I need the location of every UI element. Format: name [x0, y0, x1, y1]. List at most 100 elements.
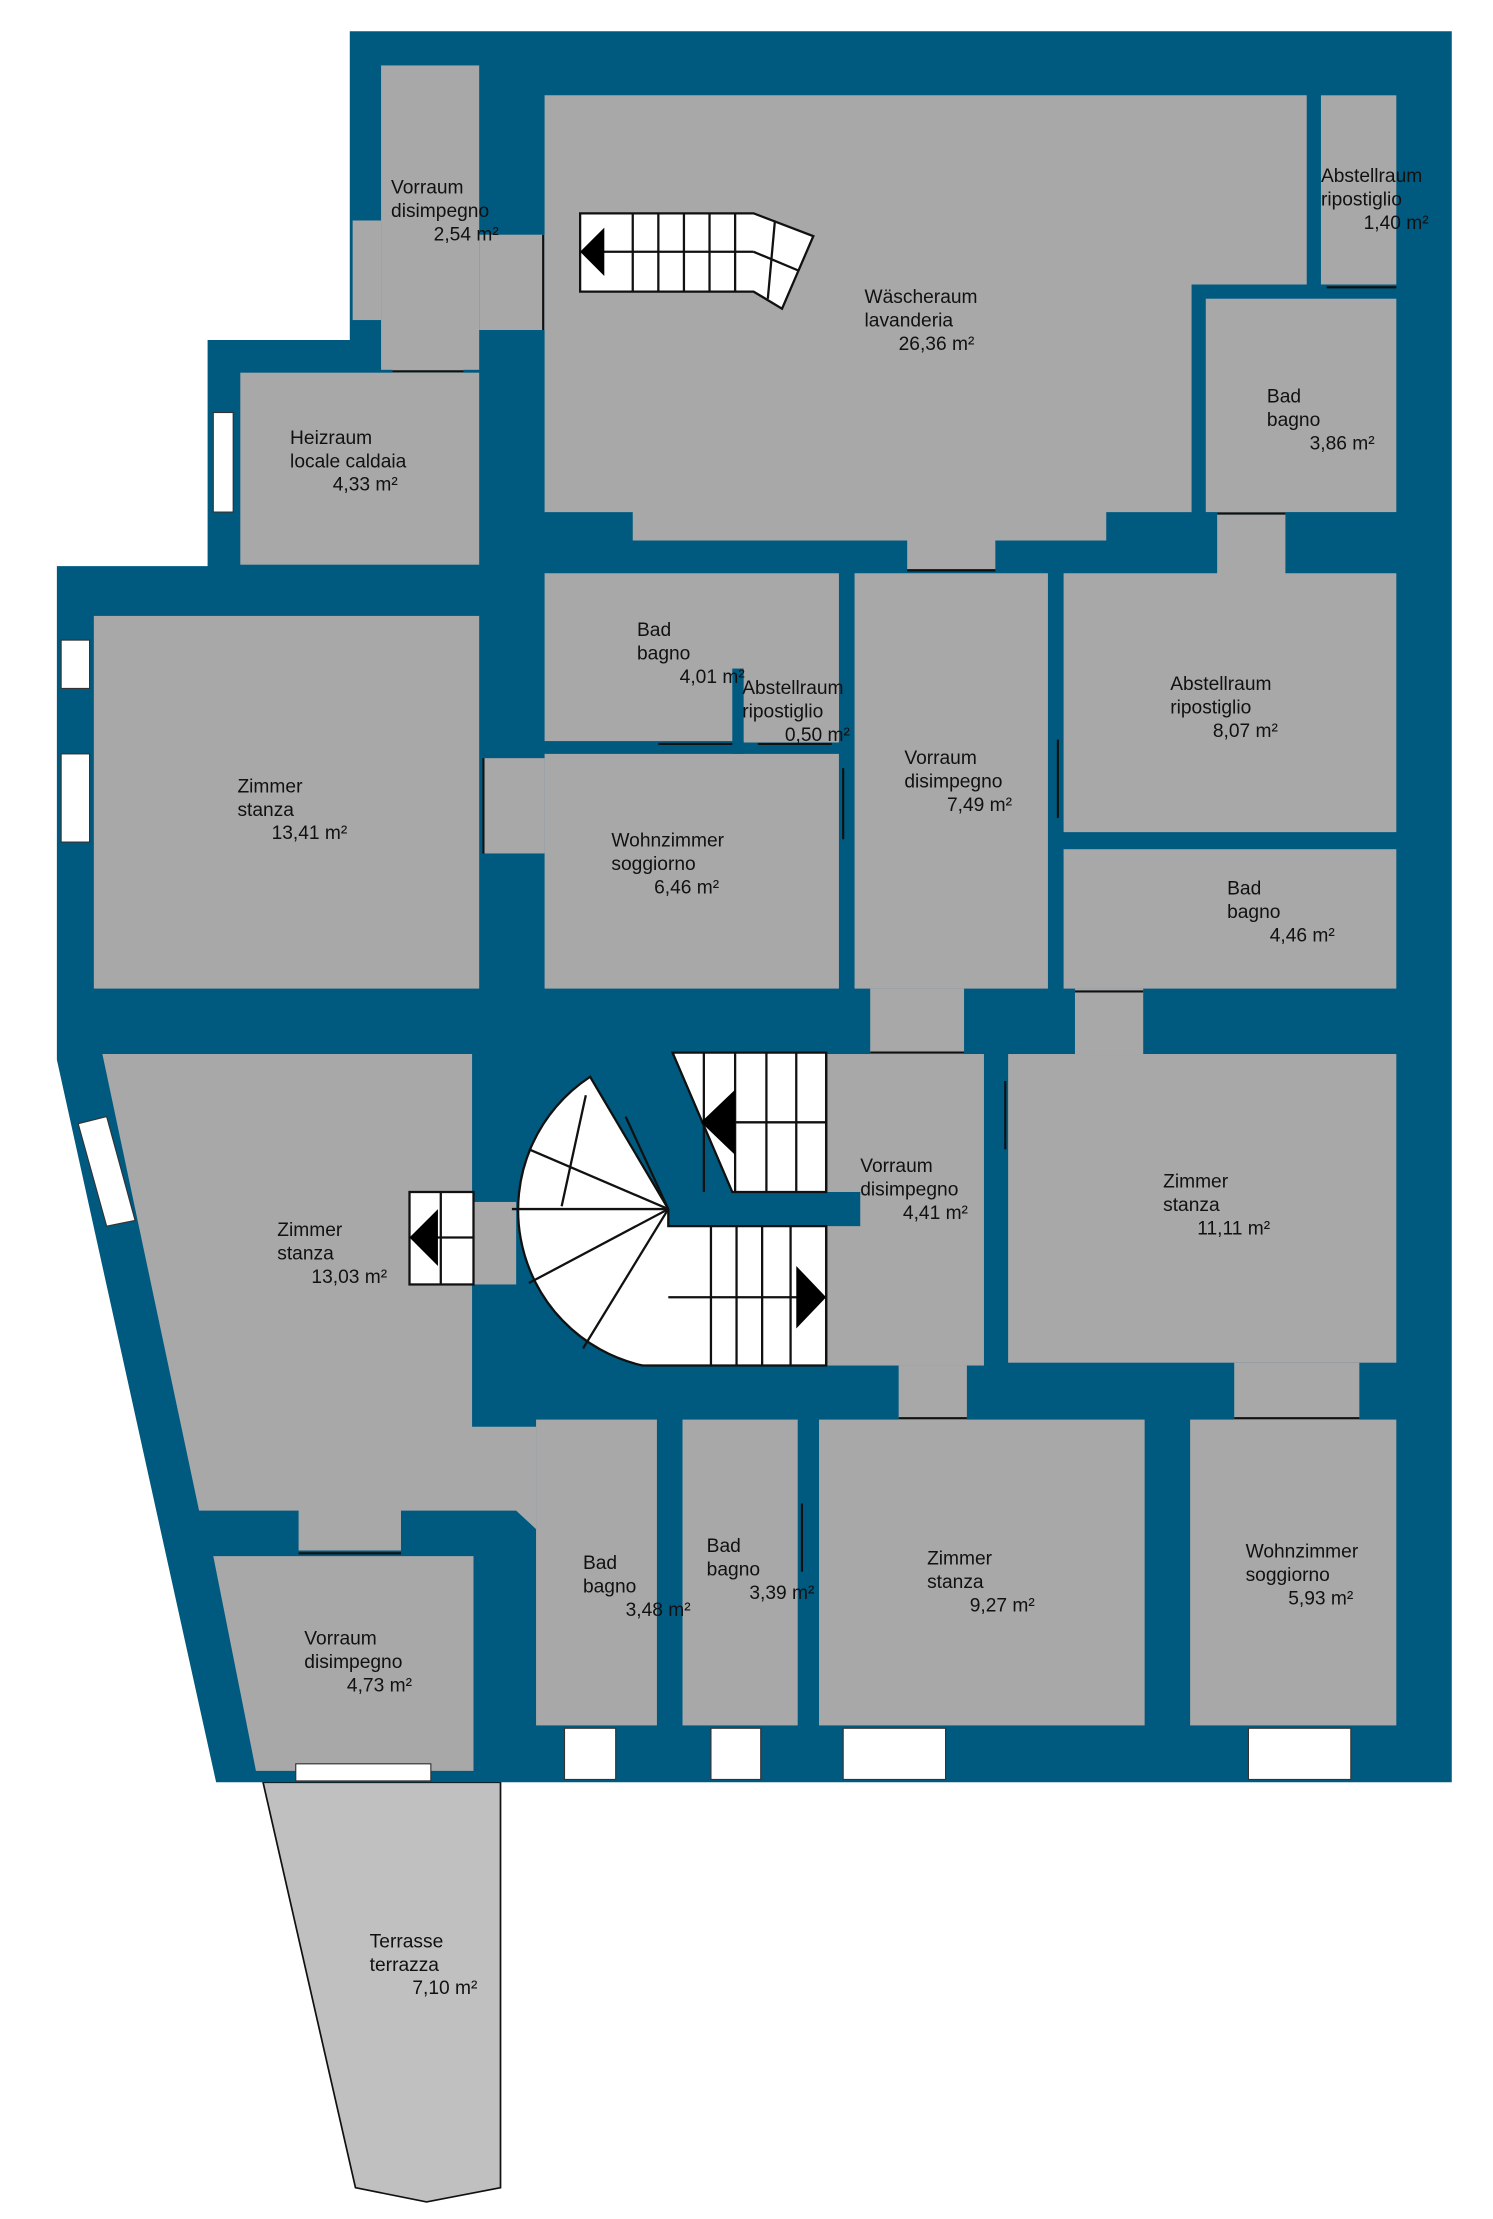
room-label-italian: stanza — [927, 1572, 984, 1593]
room-vorraum-7-49-door — [870, 988, 965, 1055]
room-wohnzimmer-6-46 — [544, 753, 839, 989]
room-label-area: 6,46 m² — [654, 877, 720, 898]
room-vorraum-2-54-extension — [479, 234, 545, 331]
room-label-italian: disimpegno — [391, 201, 489, 222]
door-thresholds — [298, 234, 1397, 1572]
room-label-italian: disimpegno — [304, 1652, 402, 1673]
room-label-area: 1,40 m² — [1364, 213, 1430, 234]
room-label-german: Terrasse — [370, 1931, 444, 1952]
room-label-area: 8,07 m² — [1213, 721, 1279, 742]
room-bad-3-86-door — [1217, 512, 1286, 575]
room-abstellraum-8-07 — [1063, 573, 1397, 833]
room-label-italian: terrazza — [370, 1955, 440, 1976]
room-heizraum-door — [392, 330, 464, 373]
room-vorraum-7-49 — [854, 573, 1048, 989]
room-label-german: Abstellraum — [1170, 674, 1271, 695]
room-label-italian: bagno — [1267, 410, 1320, 431]
room-label-italian: stanza — [1163, 1195, 1220, 1216]
room-label-german: Abstellraum — [742, 678, 843, 699]
room-label-area: 13,03 m² — [311, 1267, 387, 1288]
window — [60, 639, 91, 690]
room-vorraum-2-54-window-niche — [352, 220, 382, 321]
room-label-italian: bagno — [637, 643, 690, 664]
room-zimmer-9-27 — [819, 1419, 1145, 1726]
room-label-german: Wohnzimmer — [611, 830, 724, 851]
room-label-italian: disimpegno — [860, 1180, 958, 1201]
window — [77, 1115, 136, 1227]
room-label-area: 2,54 m² — [434, 224, 500, 245]
window — [60, 753, 91, 843]
room-bad-3-48 — [536, 1419, 657, 1726]
room-label-area: 3,48 m² — [626, 1600, 692, 1621]
room-label-german: Zimmer — [277, 1220, 343, 1241]
room-label-german: Bad — [583, 1553, 617, 1574]
room-vorraum-2-54 — [381, 65, 480, 370]
window — [842, 1727, 947, 1781]
room-label-area: 3,86 m² — [1310, 433, 1376, 454]
window — [1247, 1727, 1352, 1781]
window — [563, 1727, 617, 1781]
room-wohnzimmer-6-46-extension — [483, 758, 545, 854]
room-label-italian: stanza — [277, 1244, 334, 1265]
room-label-area: 26,36 m² — [899, 334, 975, 355]
stair-direction-arrow — [580, 227, 605, 276]
room-label-area: 7,10 m² — [412, 1978, 478, 1999]
room-label-italian: lavanderia — [865, 310, 954, 331]
room-label-italian: ripostiglio — [742, 702, 823, 723]
room-zimmer-11-11 — [1008, 1054, 1397, 1363]
room-heizraum — [240, 372, 480, 565]
room-label-german: Wäscheraum — [865, 287, 978, 308]
room-label-area: 4,01 m² — [680, 667, 746, 688]
staircase-spiral[interactable] — [511, 1051, 828, 1367]
room-wohnzimmer-5-93 — [1190, 1419, 1397, 1726]
room-label-german: Vorraum — [860, 1156, 933, 1177]
room-label-german: Zimmer — [237, 776, 303, 797]
room-label-area: 4,33 m² — [333, 475, 399, 496]
window — [710, 1727, 762, 1781]
room-label-german: Bad — [1227, 879, 1261, 900]
staircase-upper[interactable] — [578, 212, 815, 311]
room-label-italian: ripostiglio — [1321, 190, 1402, 211]
wall-cupboard-0-50 — [732, 668, 744, 754]
stair-direction-arrow — [700, 1089, 736, 1156]
room-label-german: Vorraum — [391, 177, 464, 198]
wall-stair-core — [668, 1192, 861, 1227]
room-label-german: Zimmer — [1163, 1172, 1229, 1193]
room-label-german: Bad — [707, 1536, 741, 1557]
window — [295, 1763, 432, 1782]
room-label-german: Heizraum — [290, 428, 372, 449]
stair-direction-arrow — [409, 1209, 438, 1266]
room-label-german: Bad — [1267, 387, 1301, 408]
room-zimmer-13-41 — [93, 615, 480, 989]
room-label-german: Vorraum — [304, 1628, 377, 1649]
room-label-italian: disimpegno — [904, 771, 1002, 792]
room-bad-3-86 — [1205, 298, 1397, 513]
room-abstellraum-0-50 — [743, 679, 839, 743]
room-label-italian: ripostiglio — [1170, 697, 1251, 718]
room-label-german: Zimmer — [927, 1549, 993, 1570]
room-label-area: 0,50 m² — [785, 725, 851, 746]
room-label-area: 11,11 m² — [1197, 1219, 1270, 1240]
room-label-german: Vorraum — [904, 748, 977, 769]
room-label-italian: soggiorno — [611, 854, 695, 875]
room-zimmer-11-11-door — [1234, 1362, 1360, 1420]
room-label-area: 4,46 m² — [1270, 926, 1336, 947]
stair-direction-arrow — [796, 1265, 827, 1329]
staircase-small[interactable] — [408, 1190, 475, 1286]
room-label-italian: stanza — [237, 800, 294, 821]
room-label-italian: bagno — [1227, 902, 1280, 923]
